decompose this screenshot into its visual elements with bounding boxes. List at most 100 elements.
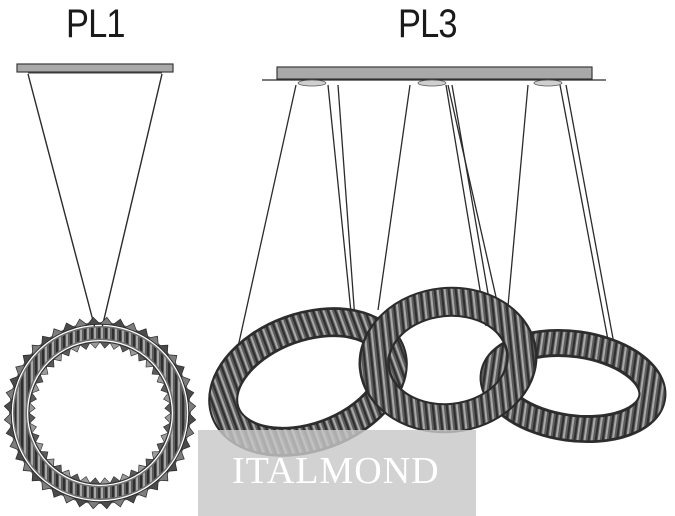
- pl1-crystal-tooth: [99, 500, 114, 510]
- pl1-crystal-tooth-inner: [29, 392, 37, 404]
- pl1-crystal-tooth: [86, 500, 101, 510]
- pl1-crystal-tooth-inner: [151, 365, 161, 375]
- pl1-crystal-tooth: [5, 424, 16, 439]
- model-label-pl1: PL1: [66, 2, 125, 46]
- pl1-crystal-tooth-inner: [69, 344, 81, 353]
- pl1-crystal-tooth: [51, 328, 64, 339]
- pl1-crystal-tooth: [157, 344, 169, 356]
- model-label-pl3: PL3: [398, 2, 457, 46]
- pl1-crystal-tooth-inner: [52, 464, 62, 474]
- pl1-crystal-tooth: [147, 479, 159, 491]
- pl1-crystal-tooth-inner: [160, 432, 169, 444]
- pl1-crystal-tooth-inner: [79, 342, 91, 350]
- pl1-crystal-tooth: [41, 479, 53, 491]
- pl3-ring-middle: [358, 286, 538, 434]
- pl1-crystal-tooth: [74, 497, 89, 508]
- pl1-crystal-tooth: [136, 328, 149, 339]
- pl1-crystal-tooth: [111, 318, 126, 329]
- pl3-mount-3: [533, 79, 563, 87]
- pl1-crystal-tooth: [184, 387, 195, 402]
- pl1-crystal-tooth: [86, 316, 101, 326]
- pl3-cables: [235, 84, 618, 361]
- pl1-crystal-tooth-inner: [156, 373, 166, 384]
- pl1-crystal-tooth-inner: [34, 373, 44, 384]
- pl3-mount-2: [417, 79, 447, 87]
- pl1-crystal-tooth-inner: [60, 347, 71, 357]
- pl1-crystal-tooth-inner: [160, 382, 169, 394]
- pl1-crystal-tooth-inner: [31, 432, 40, 444]
- pl1-crystal-ring: [3, 316, 197, 510]
- pl1-crystal-tooth-inner: [119, 473, 131, 482]
- pl1-crystal-tooth-inner: [138, 464, 148, 474]
- pl3-fixture: [208, 66, 667, 457]
- pl1-crystal-tooth-inner: [163, 392, 171, 404]
- pl1-crystal-tooth: [124, 322, 138, 333]
- pl1-crystal-tooth: [180, 437, 191, 451]
- pl1-crystal-tooth-inner: [29, 422, 37, 434]
- pl1-crystal-tooth-inner: [69, 473, 81, 482]
- pl1-crystal-tooth-inner: [145, 458, 155, 468]
- pl1-crystal-tooth-inner: [99, 341, 111, 349]
- watermark-logo: ITALMOND: [232, 450, 440, 492]
- pl1-crystal-tooth: [41, 335, 53, 347]
- pl1-crystal-tooth: [9, 375, 20, 389]
- pl1-crystal-tooth: [3, 412, 13, 427]
- pl1-crystal-tooth: [174, 364, 185, 377]
- pl3-mount-1: [297, 79, 327, 87]
- pl1-crystal-tooth: [166, 460, 178, 472]
- pl1-crystal-tooth-inner: [99, 477, 111, 485]
- pl1-crystal-tooth-inner: [79, 476, 91, 484]
- pl1-crystal-tooth: [124, 493, 138, 504]
- watermark-backdrop: [198, 430, 476, 516]
- pl1-crystal-tooth: [5, 387, 16, 402]
- pl1-crystal-tooth-inner: [45, 358, 55, 368]
- pl1-crystal-tooth: [9, 437, 20, 451]
- pl1-crystal-tooth-inner: [151, 451, 161, 461]
- pl1-crystal-tooth: [187, 412, 197, 427]
- pl1-crystal-tooth: [136, 487, 149, 498]
- pl1-crystal-tooth: [157, 470, 169, 482]
- pl1-crystal-tooth-inner: [28, 402, 36, 414]
- pl1-crystal-tooth-inner: [129, 469, 140, 479]
- pl1-crystal-tooth: [15, 449, 26, 462]
- pl1-crystal-tooth: [22, 354, 34, 366]
- pl1-crystal-tooth: [111, 497, 126, 508]
- pl1-crystal-tooth-inner: [145, 358, 155, 368]
- pl1-crystal-tooth: [187, 399, 197, 414]
- pl1-crystal-tooth-inner: [89, 341, 101, 349]
- pl1-crystal-tooth: [147, 335, 159, 347]
- pl1-crystal-tooth-inner: [31, 382, 40, 394]
- pl1-crystal-tooth-inner: [89, 477, 101, 485]
- pl1-crystal-tooth: [180, 375, 191, 389]
- pl1-crystal-tooth-inner: [45, 458, 55, 468]
- pl1-crystal-tooth: [31, 344, 43, 356]
- pl3-canopy: [276, 66, 593, 80]
- pl1-crystal-tooth-inner: [39, 365, 49, 375]
- pl1-crystal-tooth-inner: [129, 347, 140, 357]
- pl1-crystal-tooth: [22, 460, 34, 472]
- pl1-crystal-tooth-inner: [28, 412, 36, 424]
- pl1-crystal-tooth-inner: [163, 422, 171, 434]
- pl1-crystal-tooth-inner: [164, 402, 172, 414]
- pl1-crystal-tooth: [15, 364, 26, 377]
- pl1-crystal-tooth-inner: [109, 476, 121, 484]
- pl1-crystal-tooth-inner: [34, 442, 44, 453]
- pl1-crystal-tooth-inner: [164, 412, 172, 424]
- pl1-crystal-tooth-inner: [39, 451, 49, 461]
- pl1-fixture: [3, 63, 197, 510]
- pl1-crystal-tooth: [184, 424, 195, 439]
- pl1-crystal-tooth-inner: [138, 352, 148, 362]
- pl1-crystal-tooth-inner: [60, 469, 71, 479]
- pl1-crystal-tooth: [174, 449, 185, 462]
- pl1-canopy: [16, 63, 174, 73]
- pl1-crystal-tooth: [62, 322, 76, 333]
- pl1-crystal-tooth-inner: [156, 442, 166, 453]
- pl1-crystal-tooth: [62, 493, 76, 504]
- pl1-crystal-tooth-inner: [52, 352, 62, 362]
- pl1-crystal-tooth-inner: [119, 344, 131, 353]
- pl1-cable-left: [27, 73, 97, 333]
- pl1-crystal-tooth-inner: [109, 342, 121, 350]
- pl1-crystal-tooth: [51, 487, 64, 498]
- pl1-crystal-tooth: [74, 318, 89, 329]
